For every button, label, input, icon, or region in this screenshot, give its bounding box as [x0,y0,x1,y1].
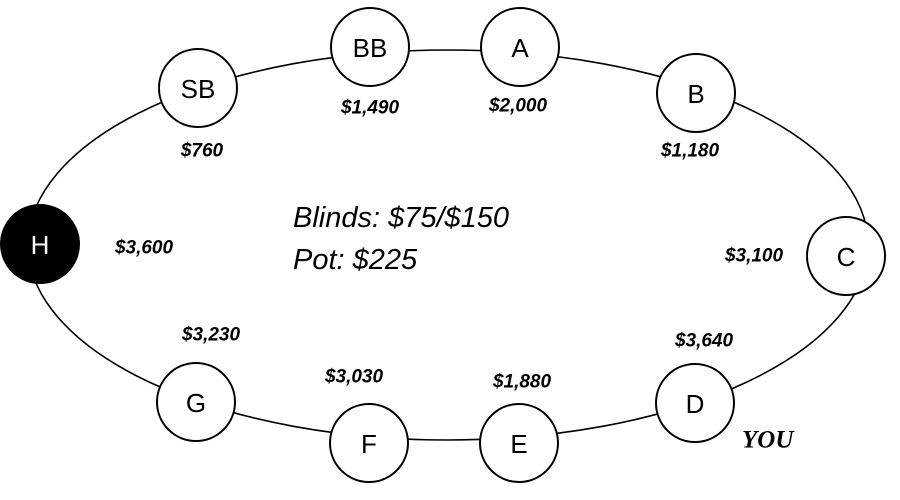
seat-f-label: F [361,429,377,459]
seat-d-label: D [686,389,705,419]
seat-c-stack: $3,100 [724,246,784,267]
seat-g: G [156,362,236,442]
seat-b-circle [656,53,736,133]
seat-b-stack: $1,180 [660,141,720,162]
seat-bb-stack: $1,490 [340,98,400,119]
seat-f: F [329,403,409,483]
seat-sb-label: SB [181,74,216,104]
seat-h-circle [0,204,80,284]
seat-bb-label: BB [353,33,388,63]
seat-e: E [479,403,559,483]
seat-c-label: C [837,242,856,272]
seat-f-stack: $3,030 [324,367,384,388]
seat-a-circle [480,7,560,87]
seat-h: H [0,204,80,284]
you-label: YOU [742,427,795,454]
seat-h-label: H [31,230,50,260]
seat-c-circle [806,216,886,296]
blinds-text: Blinds: $75/$150 [293,202,509,234]
seat-g-circle [156,362,236,442]
seat-bb-circle [330,7,410,87]
seat-c: C [806,216,886,296]
seat-b-label: B [687,79,704,109]
pot-text: Pot: $225 [293,244,418,276]
seat-sb-stack: $760 [180,141,224,162]
seat-e-stack: $1,880 [492,372,552,393]
seat-e-label: E [510,429,527,459]
seat-d-circle [655,363,735,443]
seat-a: A [480,7,560,87]
seat-e-circle [479,403,559,483]
seat-d: D [655,363,735,443]
seat-g-stack: $3,230 [181,325,241,346]
seat-a-stack: $2,000 [488,96,548,117]
seat-h-stack: $3,600 [114,238,174,259]
seat-sb: SB [158,48,238,128]
seat-bb: BB [330,7,410,87]
seat-d-stack: $3,640 [674,331,734,352]
seat-a-label: A [511,33,529,63]
seat-f-circle [329,403,409,483]
seat-g-label: G [186,388,206,418]
seat-b: B [656,53,736,133]
seat-sb-circle [158,48,238,128]
